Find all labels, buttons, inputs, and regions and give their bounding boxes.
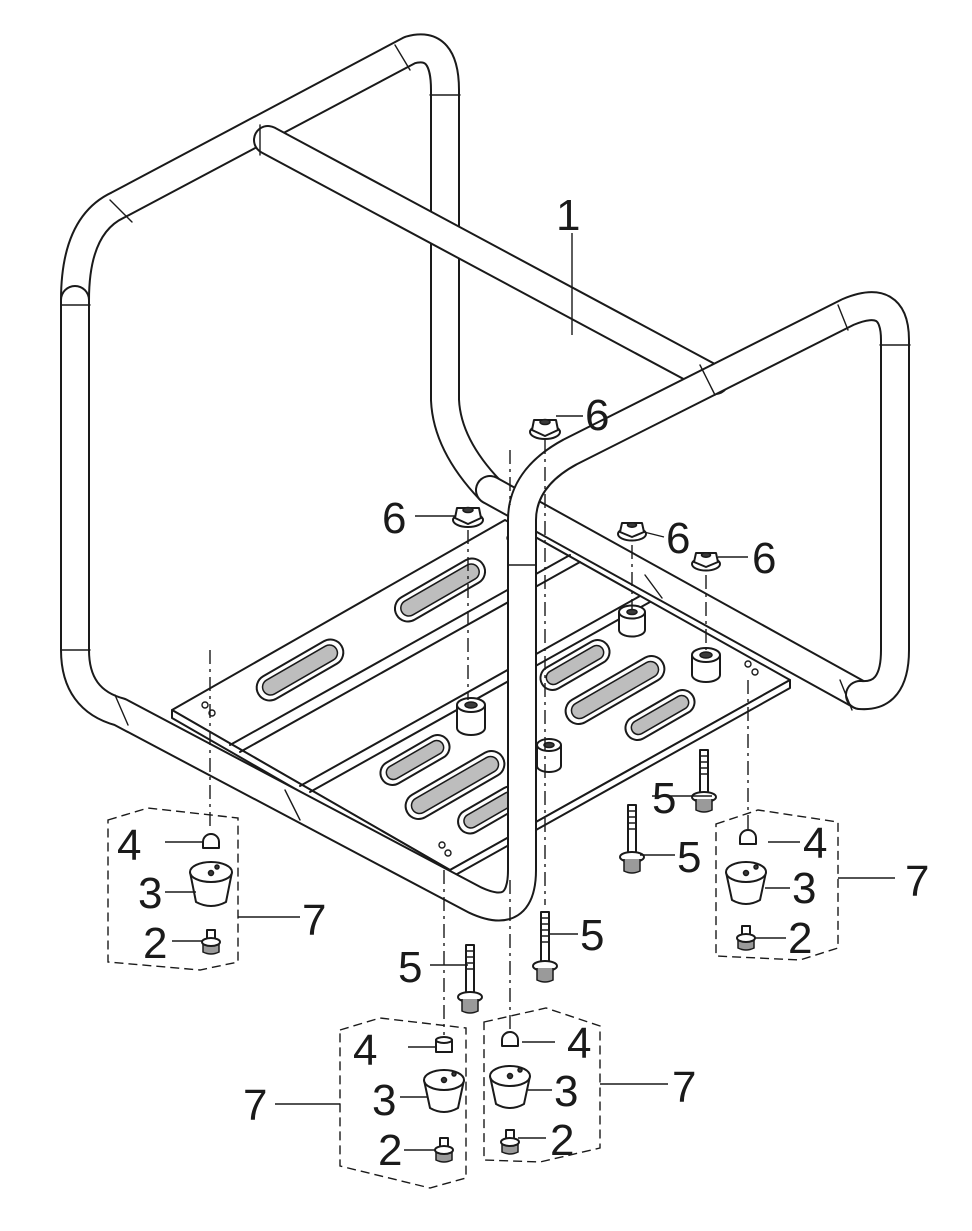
flange-nuts <box>452 418 721 572</box>
callout-6-nut-a: 6 <box>585 391 609 440</box>
long-bolts <box>457 749 717 1014</box>
callout-3-damper-right: 3 <box>792 864 816 913</box>
callout-7-assembly-bottom-left: 7 <box>243 1081 267 1130</box>
callout-3-damper-bottom-left: 3 <box>372 1076 396 1125</box>
callout-2-screw-left: 2 <box>143 919 167 968</box>
callout-3-damper-left: 3 <box>138 869 162 918</box>
base-plate <box>171 519 791 879</box>
callout-numbers: 1 6 6 6 6 5 5 5 5 4 3 2 7 4 3 2 7 4 3 2 … <box>117 191 929 1175</box>
callout-3-damper-bottom-right: 3 <box>554 1067 578 1116</box>
callout-7-assembly-bottom-right: 7 <box>672 1063 696 1112</box>
callout-4-cap-left: 4 <box>117 821 141 870</box>
callout-2-screw-right: 2 <box>788 914 812 963</box>
plate-slots <box>255 557 696 835</box>
callout-4-cap-right: 4 <box>803 819 827 868</box>
callout-1-frame: 1 <box>556 191 580 240</box>
damper-assembly-bottom-right <box>483 1007 601 1163</box>
callout-2-screw-bottom-left: 2 <box>378 1126 402 1175</box>
tubular-frame <box>60 33 911 922</box>
callout-5-bolt-d: 5 <box>398 943 422 992</box>
callout-6-nut-d: 6 <box>752 534 776 583</box>
damper-assembly-left <box>107 807 239 971</box>
spacer-sleeves <box>456 604 721 773</box>
callout-6-nut-c: 6 <box>666 514 690 563</box>
callout-4-cap-bottom-left: 4 <box>353 1026 377 1075</box>
callout-2-screw-bottom-right: 2 <box>550 1116 574 1165</box>
assembly-centerlines <box>209 440 749 1035</box>
callout-4-cap-bottom-right: 4 <box>567 1019 591 1068</box>
callout-5-bolt-b: 5 <box>677 833 701 882</box>
callout-7-assembly-right: 7 <box>905 857 929 906</box>
damper-assembly-right <box>715 809 839 961</box>
callout-7-assembly-left: 7 <box>302 896 326 945</box>
leader-lines <box>165 233 895 1151</box>
damper-assembly-bottom-left <box>339 1017 467 1189</box>
callout-6-nut-b: 6 <box>382 494 406 543</box>
callout-5-bolt-a: 5 <box>652 774 676 823</box>
callout-5-bolt-c: 5 <box>580 911 604 960</box>
